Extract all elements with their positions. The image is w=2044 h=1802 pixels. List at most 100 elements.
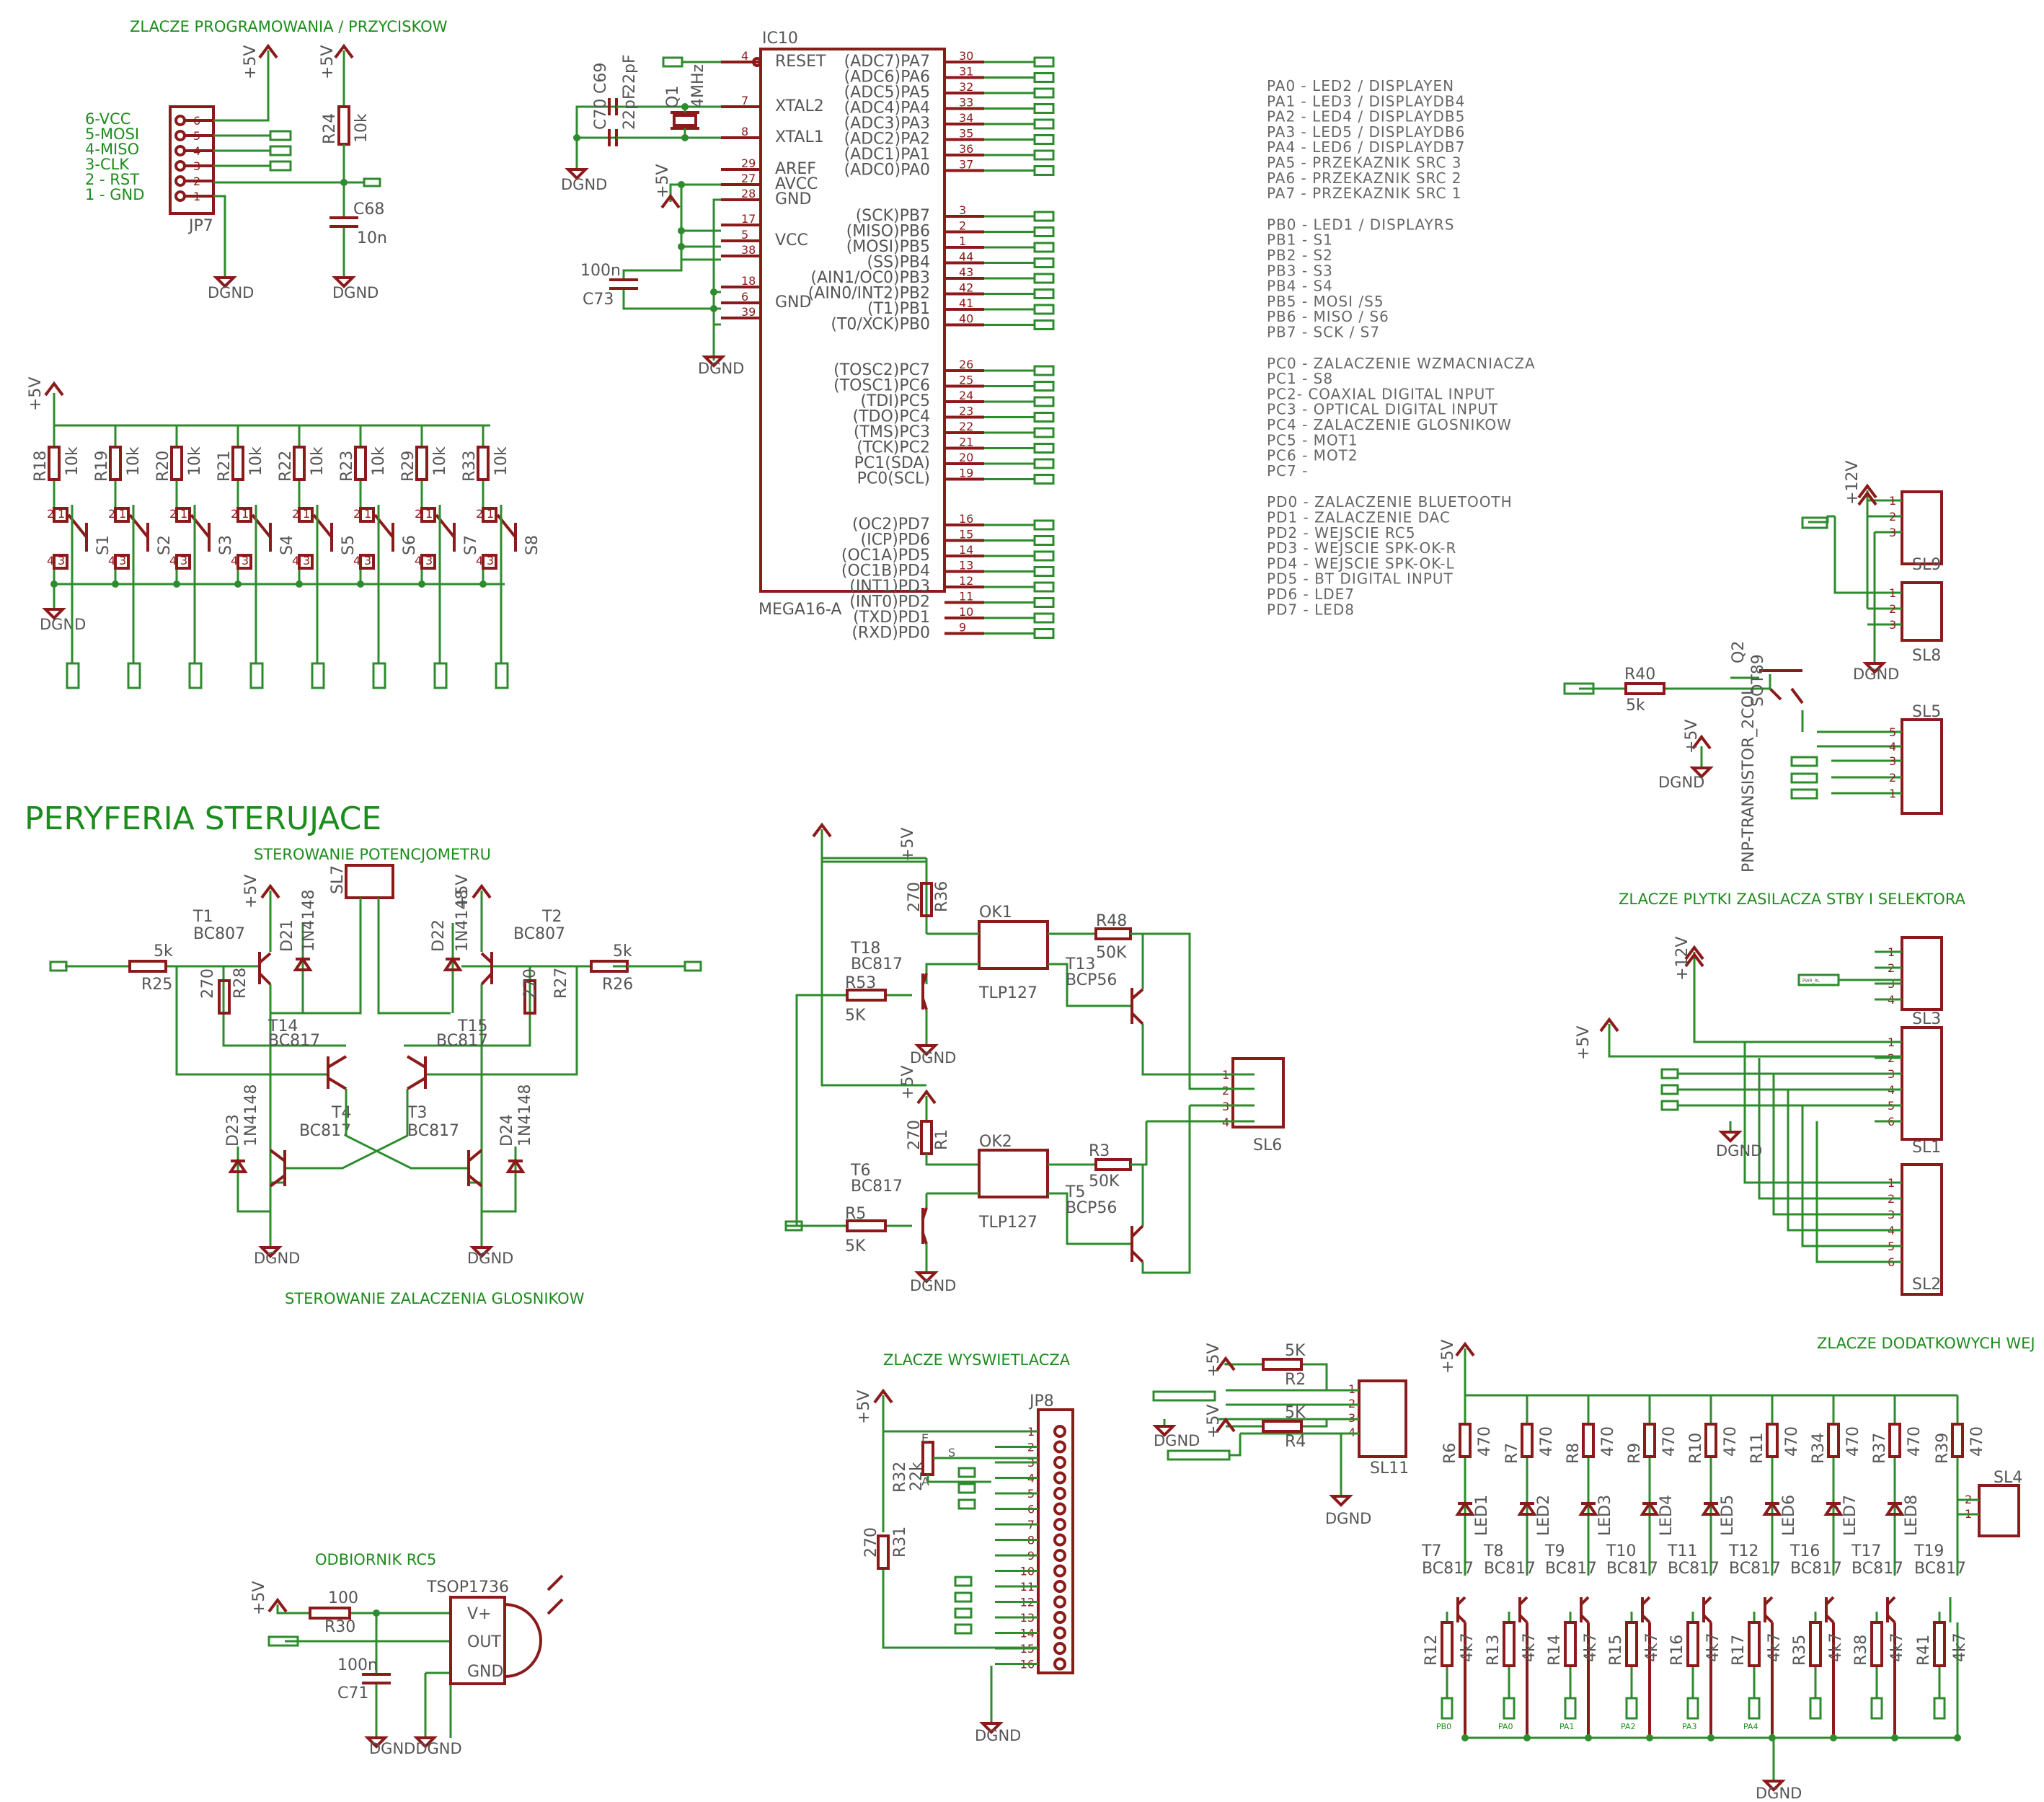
led-resistor-label: R37 [1871, 1433, 1889, 1464]
sl3-label: SL3 [1912, 1010, 1941, 1028]
led-port-text: PA0 [1498, 1722, 1513, 1731]
sl11-label: SL11 [1370, 1459, 1409, 1478]
led-label: LED6 [1780, 1495, 1798, 1536]
led-transistor [1518, 1596, 1528, 1738]
button-resistor-value: 10k [63, 446, 81, 476]
d21-type: 1N4148 [300, 890, 318, 952]
led-transistor-label: T12 [1728, 1542, 1758, 1560]
port-note-line: PD5 - BT DIGITAL INPUT [1267, 570, 1454, 588]
switch-pin-number: 1 [242, 507, 249, 521]
mcu-right-pin-number: 44 [959, 250, 973, 264]
tsop-label: TSOP1736 [426, 1578, 509, 1596]
jp8-pin [1053, 1533, 1066, 1547]
r24-value: 10k [353, 113, 371, 143]
led-transistor [1949, 1500, 1959, 1738]
r3-label: R3 [1089, 1142, 1110, 1160]
sl2-label: SL2 [1912, 1276, 1941, 1294]
switch-pin-3 [359, 554, 375, 570]
r31-label: R31 [891, 1527, 909, 1558]
q1-value: 4MHz [689, 64, 707, 108]
t2-type: BC807 [513, 925, 565, 943]
led-port-text: PA3 [1682, 1722, 1696, 1731]
mcu-right-pin-number: 24 [959, 389, 973, 402]
led-resistor-label: R6 [1441, 1443, 1459, 1464]
led-base-resistor-label: R15 [1607, 1635, 1625, 1666]
port-note-line: PB6 - MISO / S6 [1267, 308, 1389, 325]
switch-label: S8 [523, 535, 541, 555]
led-base-resistor-label: R12 [1423, 1635, 1441, 1666]
switch-port-label [127, 662, 141, 689]
switch-pin-number: 1 [180, 507, 187, 521]
ok2-label: OK2 [979, 1133, 1012, 1151]
switch-port-label [433, 662, 448, 689]
mcu-net-label [1033, 550, 1055, 562]
optocouplers: +5V 270 R36 OK1 TLP127 DGND T18 BC817 R5… [784, 822, 1285, 1294]
led-base-resistor-value: 4k7 [1459, 1633, 1477, 1662]
title-glosniki: STEROWANIE ZALACZENIA GLOSNIKOW [285, 1290, 585, 1307]
r5-value: 5K [845, 1237, 866, 1255]
mcu-right-pin-number: 19 [959, 467, 973, 480]
mcu-net-label [1033, 72, 1055, 83]
mcu-right-pin-name: (T0/XCK)PB0 [831, 316, 930, 334]
led-port-label [1748, 1697, 1761, 1720]
jp8-pin [1053, 1456, 1066, 1469]
mcu-right-pin-number: 15 [959, 528, 973, 542]
c73-value: 100n [580, 262, 621, 280]
svg-text:3: 3 [1889, 618, 1896, 632]
mcu-net-label [1033, 535, 1055, 546]
switch-pin-number: 3 [58, 554, 65, 567]
dgnd-sl5: DGND [1658, 774, 1704, 791]
p5v-mcu: +5V [654, 164, 672, 198]
d21-label: D21 [278, 919, 296, 952]
led-transistor-label: T7 [1421, 1542, 1441, 1560]
mcu-net-label [1033, 288, 1055, 299]
mcu-right-pin-name: (ADC7)PA7 [844, 53, 930, 71]
mcu-right-pin-name: PC1(SDA) [854, 454, 930, 472]
mcu-net-label [1033, 566, 1055, 577]
r1-label: R1 [933, 1129, 951, 1150]
switch-pin-number: 4 [169, 554, 177, 567]
dgnd-t18: DGND [910, 1049, 956, 1066]
led-resistor-label: R8 [1565, 1443, 1583, 1464]
switch-port-label [311, 662, 325, 689]
title-wyswietlacz: ZLACZE WYSWIETLACZA [883, 1351, 1071, 1369]
svg-text:3: 3 [1889, 526, 1896, 539]
led-label: LED8 [1903, 1495, 1921, 1536]
switch-pin-1 [53, 507, 68, 523]
svg-text:2: 2 [1222, 1084, 1229, 1097]
p5v-sl5: +5V [1683, 720, 1701, 754]
p5v-r24: +5V [319, 45, 337, 79]
port-note-line: PB1 - S1 [1267, 231, 1333, 249]
p5v-jp8: +5V [855, 1390, 873, 1424]
switch-pin-1 [298, 507, 314, 523]
led-base-resistor [1809, 1621, 1822, 1667]
mcu-right-pin-number: 43 [959, 265, 973, 279]
t5-label: T5 [1065, 1183, 1085, 1201]
connector-bridge-wire [1772, 1074, 1875, 1216]
sl4-label: SL4 [1994, 1469, 2022, 1487]
port-note-line: PA3 - LED5 / DISPLAYDB6 [1267, 123, 1465, 141]
t3-label: T3 [407, 1104, 427, 1122]
dgnd-c68: DGND [332, 284, 379, 301]
led-base-resistor-value: 4k7 [1766, 1633, 1784, 1662]
dgnd-t3: DGND [467, 1250, 513, 1267]
port-note-line: PA2 - LED4 / DISPLAYDB5 [1267, 108, 1465, 125]
led-resistor-label: R11 [1748, 1433, 1766, 1464]
tsop-vplus: V+ [467, 1605, 491, 1623]
mcu-right-pin-name: (INT1)PD3 [849, 578, 930, 596]
svg-text:2: 2 [1889, 510, 1896, 524]
mcu-right-pin-name: (ADC4)PA4 [844, 100, 930, 118]
switch-pin-number: 4 [476, 554, 483, 567]
mcu-left-pin-number: 7 [741, 94, 748, 107]
led-base-resistor-label: R16 [1668, 1635, 1686, 1666]
p5v-sl1: +5V [1575, 1026, 1593, 1060]
mcu-right-pin-name: (RXD)PD0 [851, 624, 930, 642]
led-transistor-label: T8 [1483, 1542, 1503, 1560]
button-resistor-label: R19 [93, 451, 111, 482]
switch-pin-1 [359, 507, 375, 523]
mcu-net-label [1033, 211, 1055, 222]
jp8-pin [1053, 1564, 1066, 1578]
connector-bridge-wire [1743, 1042, 1875, 1184]
button-resistor-value: 10k [309, 446, 327, 476]
switch-port-label [372, 662, 386, 689]
